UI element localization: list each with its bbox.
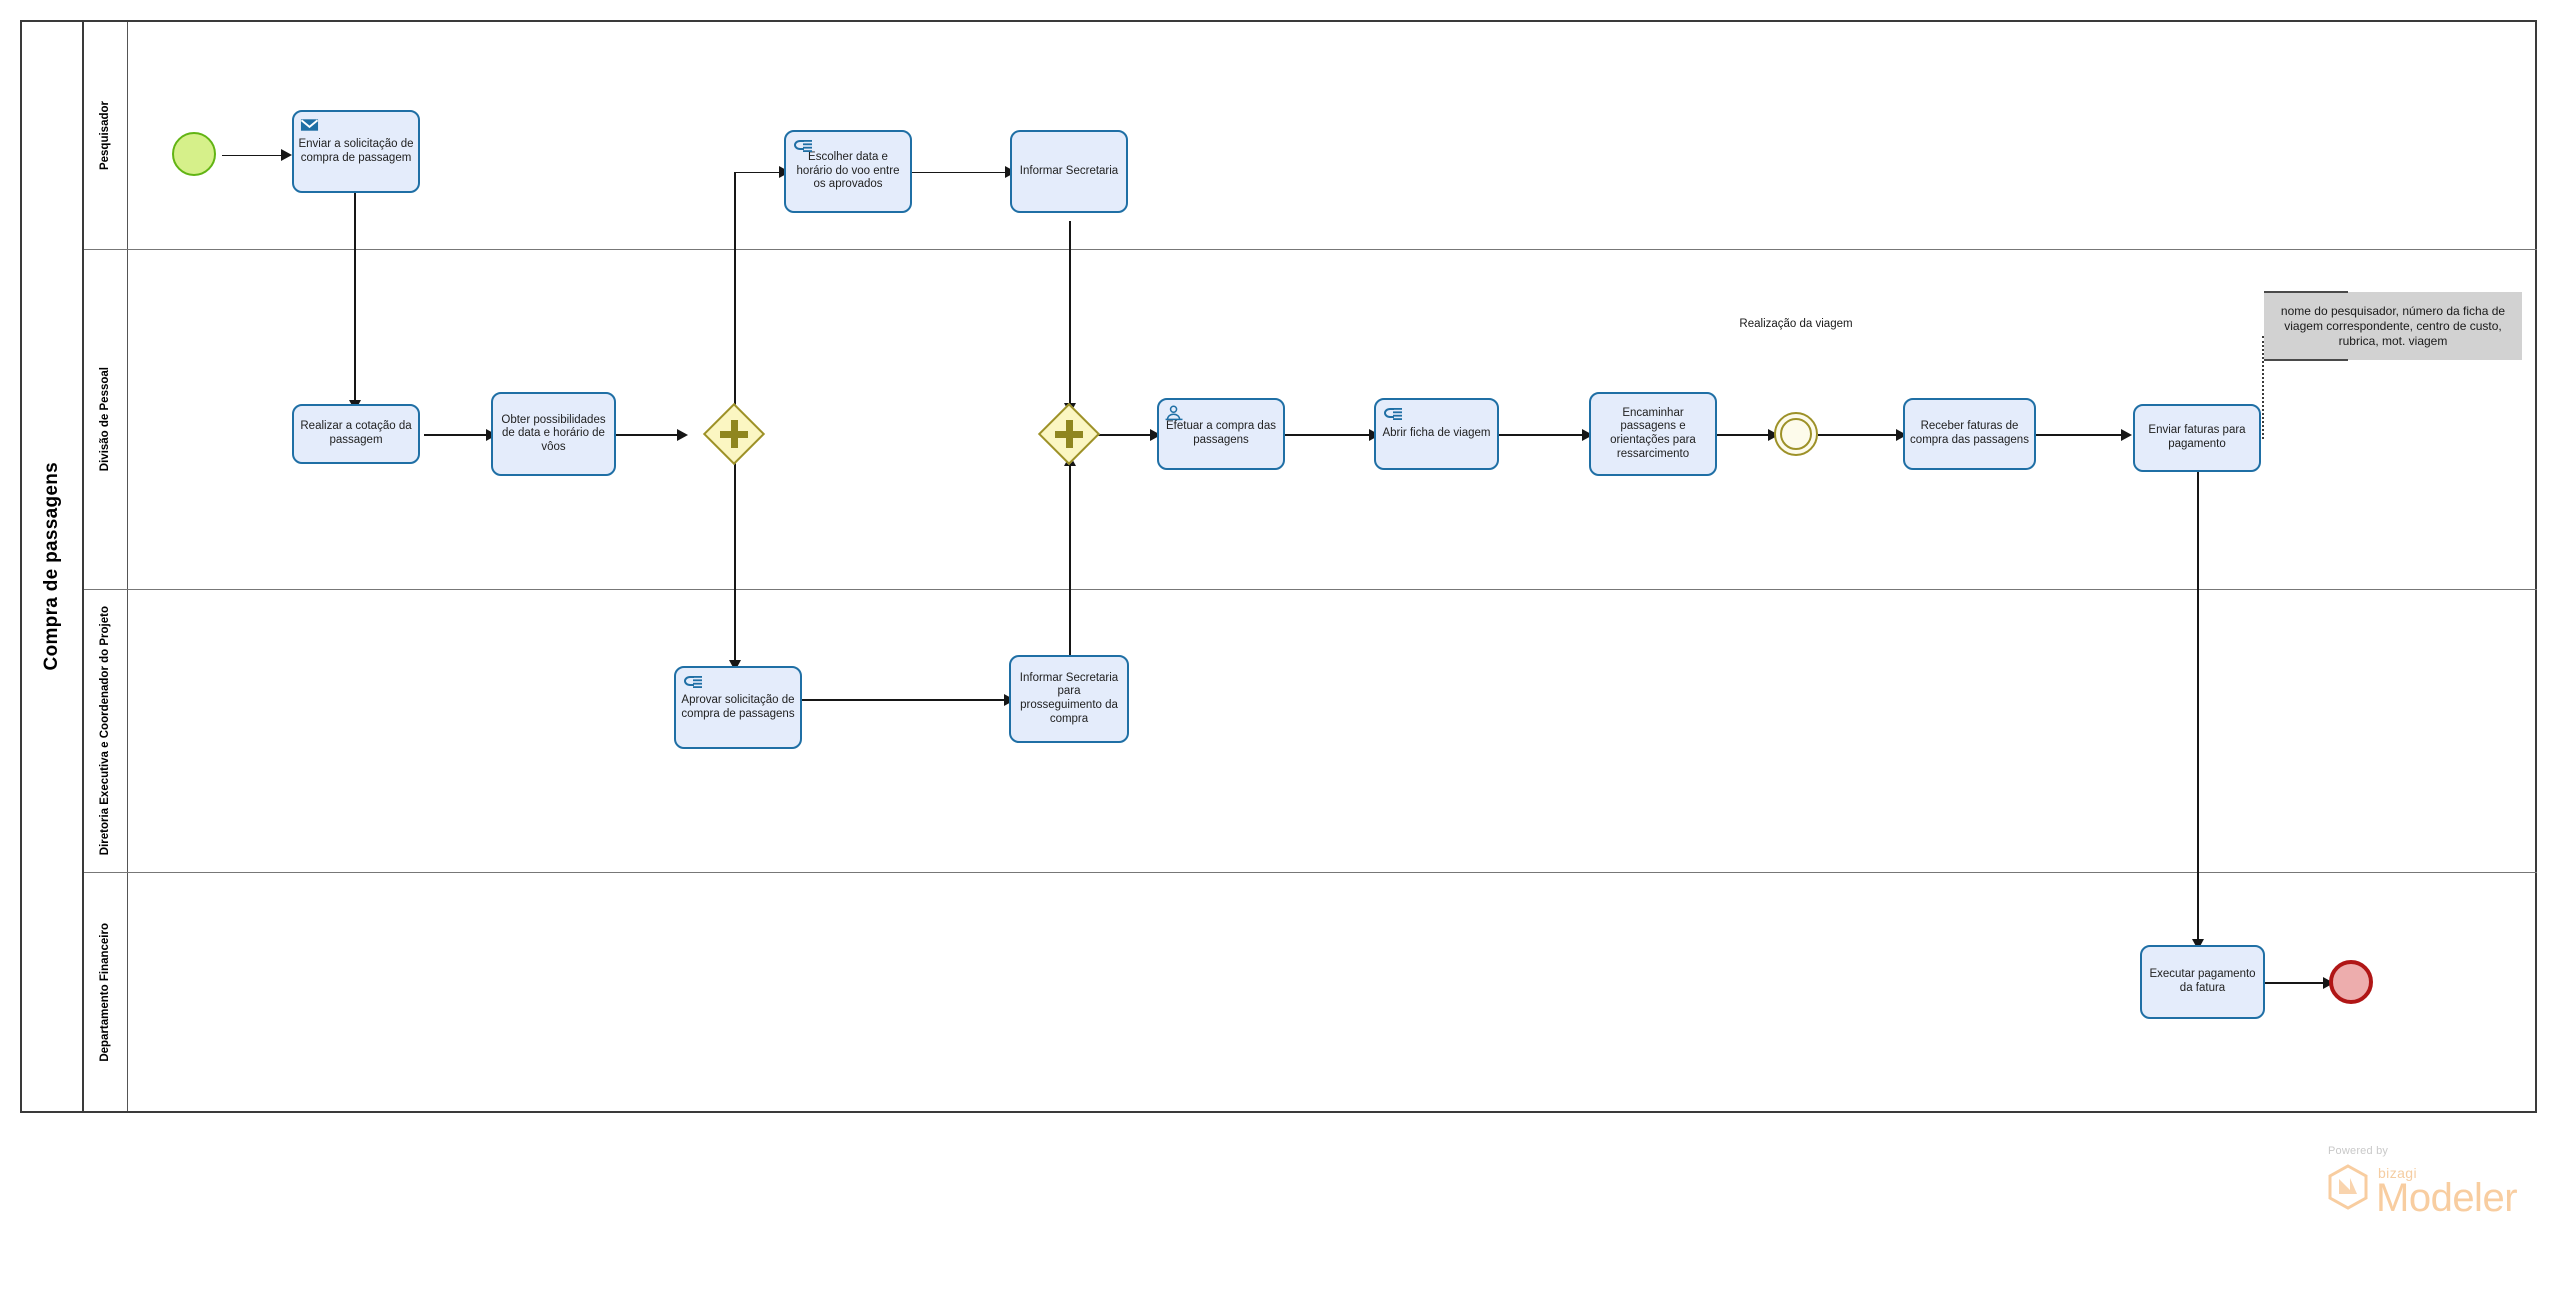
task-label: Encaminhar passagens e orientações para …	[1610, 406, 1696, 460]
task-label: Obter possibilidades de data e horário d…	[501, 413, 606, 453]
task-informar-secretaria[interactable]: Informar Secretaria	[1010, 130, 1128, 213]
flow-t7-to-t8	[1499, 434, 1587, 436]
task-label: Informar Secretaria para prosseguimento …	[1019, 671, 1119, 725]
lane-pesquisador[interactable]: Pesquisador	[84, 22, 2537, 250]
bizagi-hexagon-icon	[2328, 1164, 2368, 1210]
task-label: Enviar faturas para pagamento	[2148, 424, 2246, 450]
flow-t1-to-t4	[354, 193, 356, 408]
task-escolher-data-horario-voo[interactable]: Escolher data e horário do voo entre os …	[784, 130, 912, 213]
flow-g1-up	[734, 172, 736, 413]
modeler-wordmark: Modeler	[2376, 1176, 2518, 1220]
intermediate-event-label: Realização da viagem	[1739, 318, 1853, 330]
flow-t8-to-intermediate	[1717, 434, 1773, 436]
lane-header-diretoria: Diretoria Executiva e Coordenador do Pro…	[84, 590, 128, 872]
plus-icon	[1065, 420, 1073, 448]
task-enviar-solicitacao-compra-passagem[interactable]: Enviar a solicitação de compra de passag…	[292, 110, 420, 193]
task-encaminhar-passagens-orientacoes[interactable]: Encaminhar passagens e orientações para …	[1589, 392, 1717, 476]
manual-hand-icon	[1384, 408, 1402, 420]
task-label: Enviar a solicitação de compra de passag…	[298, 137, 414, 164]
flow-arrow	[2192, 939, 2204, 950]
flow-arrow	[729, 660, 741, 671]
gateway-parallel-join[interactable]	[1037, 402, 1101, 466]
flow-arrow	[2323, 976, 2334, 989]
lane-header-financeiro: Departamento Financeiro	[84, 873, 128, 1111]
flow-arrow	[1150, 428, 1161, 441]
flow-t13-to-end	[2265, 982, 2328, 984]
association-line	[2262, 336, 2264, 439]
flow-t10-to-t13	[2197, 472, 2199, 947]
task-label: Aprovar solicitação de compra de passage…	[681, 693, 795, 720]
annotation-text: nome do pesquisador, número da ficha de …	[2280, 303, 2506, 348]
flow-arrow	[2121, 428, 2132, 441]
lane-label-divisao: Divisão de Pessoal	[99, 367, 111, 472]
lane-diretoria-executiva[interactable]: Diretoria Executiva e Coordenador do Pro…	[84, 590, 2537, 873]
task-obter-possibilidades-data-horario[interactable]: Obter possibilidades de data e horário d…	[491, 392, 616, 476]
envelope-icon	[300, 119, 319, 131]
start-event[interactable]	[172, 132, 216, 176]
flow-arrow	[1582, 428, 1593, 441]
powered-by-label: Powered by	[2328, 1145, 2389, 1157]
lane-label-pesquisador: Pesquisador	[99, 100, 111, 171]
task-executar-pagamento-fatura[interactable]: Executar pagamento da fatura	[2140, 945, 2265, 1019]
pool-title: Compra de passagens	[41, 462, 62, 671]
task-label: Abrir ficha de viagem	[1382, 427, 1491, 440]
task-realizar-cotacao-passagem[interactable]: Realizar a cotação da passagem	[292, 404, 420, 464]
task-receber-faturas-compra[interactable]: Receber faturas de compra das passagens	[1903, 398, 2036, 470]
task-abrir-ficha-viagem[interactable]: Abrir ficha de viagem	[1374, 398, 1499, 470]
lane-header-pesquisador: Pesquisador	[84, 22, 128, 249]
task-informar-secretaria-prosseguimento[interactable]: Informar Secretaria para prosseguimento …	[1009, 655, 1129, 743]
flow-arrow	[281, 149, 292, 161]
flow-t3-to-g2	[1069, 221, 1071, 411]
flow-t9-to-t10	[2036, 434, 2126, 436]
task-label: Realizar a cotação da passagem	[300, 420, 412, 446]
plus-icon	[730, 420, 738, 448]
annotation-bracket-bottom	[2264, 359, 2348, 361]
task-label: Efetuar a compra das passagens	[1166, 420, 1276, 446]
flow-intermediate-to-t9	[1818, 434, 1901, 436]
lane-divisao-de-pessoal[interactable]: Divisão de Pessoal	[84, 250, 2537, 590]
lane-header-divisao: Divisão de Pessoal	[84, 250, 128, 589]
task-enviar-faturas-pagamento[interactable]: Enviar faturas para pagamento	[2133, 404, 2261, 472]
flow-arrow	[1896, 428, 1907, 441]
flow-start-to-t1	[222, 154, 285, 157]
flow-g1-down-to-t11	[734, 455, 736, 668]
flow-arrow	[1768, 428, 1779, 441]
end-event[interactable]	[2329, 960, 2373, 1004]
flow-t4-to-t5	[424, 434, 491, 436]
intermediate-event-realizacao-da-viagem[interactable]	[1774, 412, 1818, 456]
flow-t5-to-g1	[616, 434, 682, 436]
lane-label-financeiro: Departamento Financeiro	[99, 922, 111, 1062]
text-annotation: nome do pesquisador, número da ficha de …	[2264, 292, 2522, 360]
bizagi-wordmark: bizagi	[2378, 1165, 2417, 1181]
flow-t12-to-g2	[1069, 460, 1071, 667]
task-label: Executar pagamento da fatura	[2149, 968, 2256, 994]
task-aprovar-solicitacao-compra[interactable]: Aprovar solicitação de compra de passage…	[674, 666, 802, 749]
pool-compra-de-passagens[interactable]: Compra de passagens Pesquisador Divisão …	[20, 20, 2537, 1113]
flow-t6-to-t7	[1285, 434, 1374, 436]
lane-departamento-financeiro[interactable]: Departamento Financeiro	[84, 873, 2537, 1111]
lane-label-diretoria: Diretoria Executiva e Coordenador do Pro…	[99, 606, 111, 856]
flow-g1-up-to-t2	[734, 171, 784, 174]
manual-hand-icon	[684, 676, 702, 688]
flow-t11-to-t12	[802, 699, 1009, 701]
flow-g2-to-t6	[1092, 434, 1155, 436]
gateway-parallel-split[interactable]	[702, 402, 766, 466]
bizagi-modeler-logo: Powered by bizagi Modeler	[2300, 1145, 2540, 1225]
task-label: Escolher data e horário do voo entre os …	[796, 151, 900, 191]
user-icon	[1165, 405, 1183, 421]
manual-hand-icon	[794, 140, 812, 152]
pool-header: Compra de passagens	[22, 22, 84, 1111]
flow-t2-to-t3	[911, 171, 1010, 174]
annotation-bracket-top	[2264, 291, 2348, 293]
task-label: Informar Secretaria	[1019, 164, 1119, 177]
flow-arrow	[677, 428, 688, 441]
task-label: Receber faturas de compra das passagens	[1910, 420, 2029, 446]
task-efetuar-compra-passagens[interactable]: Efetuar a compra das passagens	[1157, 398, 1285, 470]
